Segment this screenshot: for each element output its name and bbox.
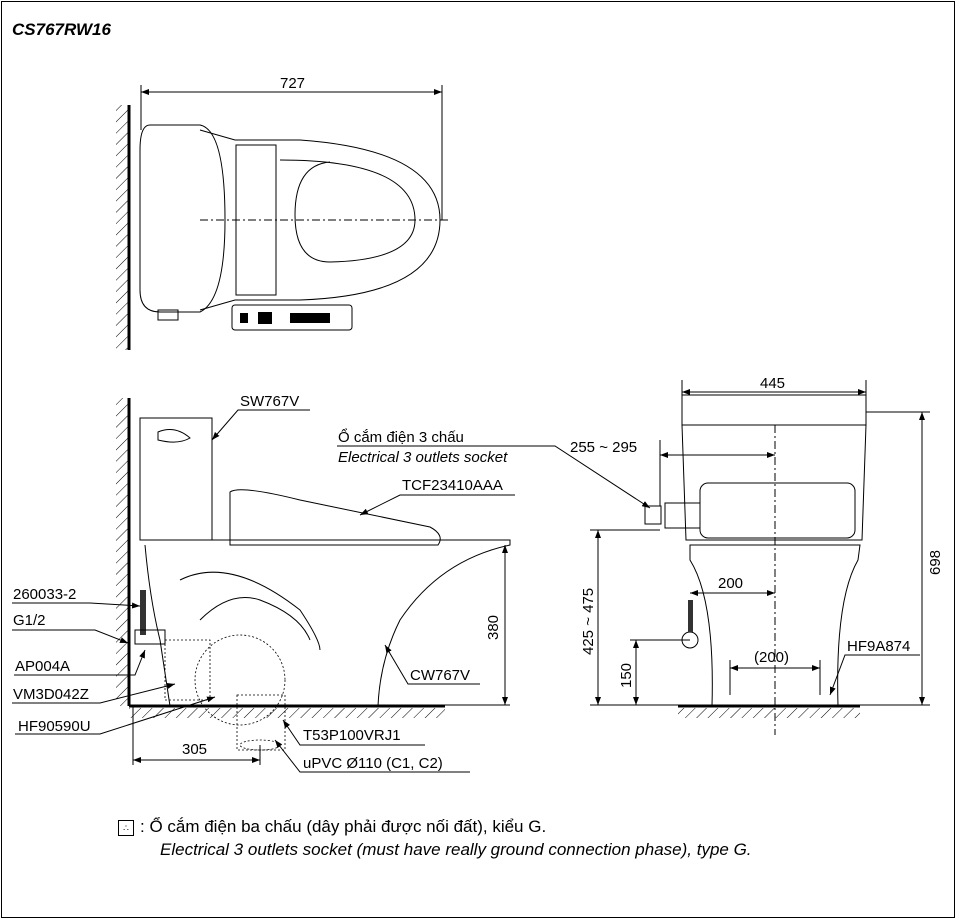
label-t53p100vrj1: T53P100VRJ1 [303, 727, 401, 744]
label-hf90590u: HF90590U [18, 718, 91, 735]
label-260033-2: 260033-2 [13, 586, 76, 603]
dim-255-295: 255 ~ 295 [570, 439, 637, 456]
label-ap004a: AP004A [15, 658, 70, 675]
top-view: 727 [116, 75, 450, 350]
socket-label-vi: Ổ cắm điện 3 chấu [338, 428, 464, 446]
label-cw767v: CW767V [410, 667, 470, 684]
label-tcf23410aaa: TCF23410AAA [402, 477, 503, 494]
label-upvc: uPVC Ø110 (C1, C2) [303, 755, 443, 772]
dim-380: 380 [485, 615, 502, 640]
dim-200-paren: (200) [754, 649, 789, 666]
side-view: 380 305 SW767V TCF23410AAA CW767V 260033… [12, 393, 651, 773]
socket-icon: ∴ [118, 820, 134, 836]
socket-legend: ∴ : Ổ cắm điện ba chấu (dây phải được nối… [118, 815, 752, 861]
dim-305: 305 [182, 741, 207, 758]
legend-en: Electrical 3 outlets socket (must have r… [160, 840, 752, 859]
dim-425-475: 425 ~ 475 [580, 588, 597, 655]
socket-label-en: Electrical 3 outlets socket [338, 449, 508, 466]
label-g1-2: G1/2 [13, 612, 46, 629]
label-vm3d042z: VM3D042Z [13, 686, 89, 703]
dim-698: 698 [927, 550, 944, 575]
label-sw767v: SW767V [240, 393, 299, 410]
label-hf9a874: HF9A874 [847, 638, 910, 655]
legend-vi: : Ổ cắm điện ba chấu (dây phải được nối … [140, 817, 547, 836]
dim-727: 727 [280, 75, 305, 92]
dim-150: 150 [618, 663, 635, 688]
dim-200: 200 [718, 575, 743, 592]
dim-445: 445 [760, 375, 785, 392]
model-title: CS767RW16 [12, 20, 111, 39]
front-view: 445 698 255 ~ 295 425 ~ 475 150 200 (200… [570, 375, 944, 735]
